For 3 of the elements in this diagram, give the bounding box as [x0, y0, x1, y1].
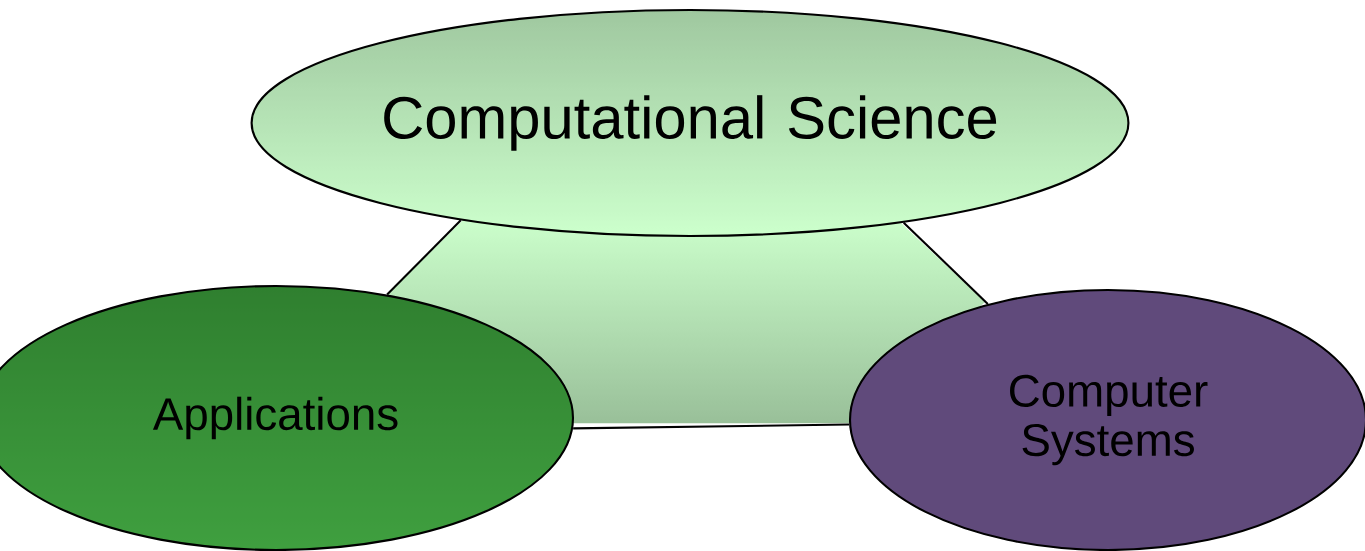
connector-line [573, 423, 850, 430]
connector-line [902, 221, 989, 305]
connector-line [386, 219, 462, 296]
